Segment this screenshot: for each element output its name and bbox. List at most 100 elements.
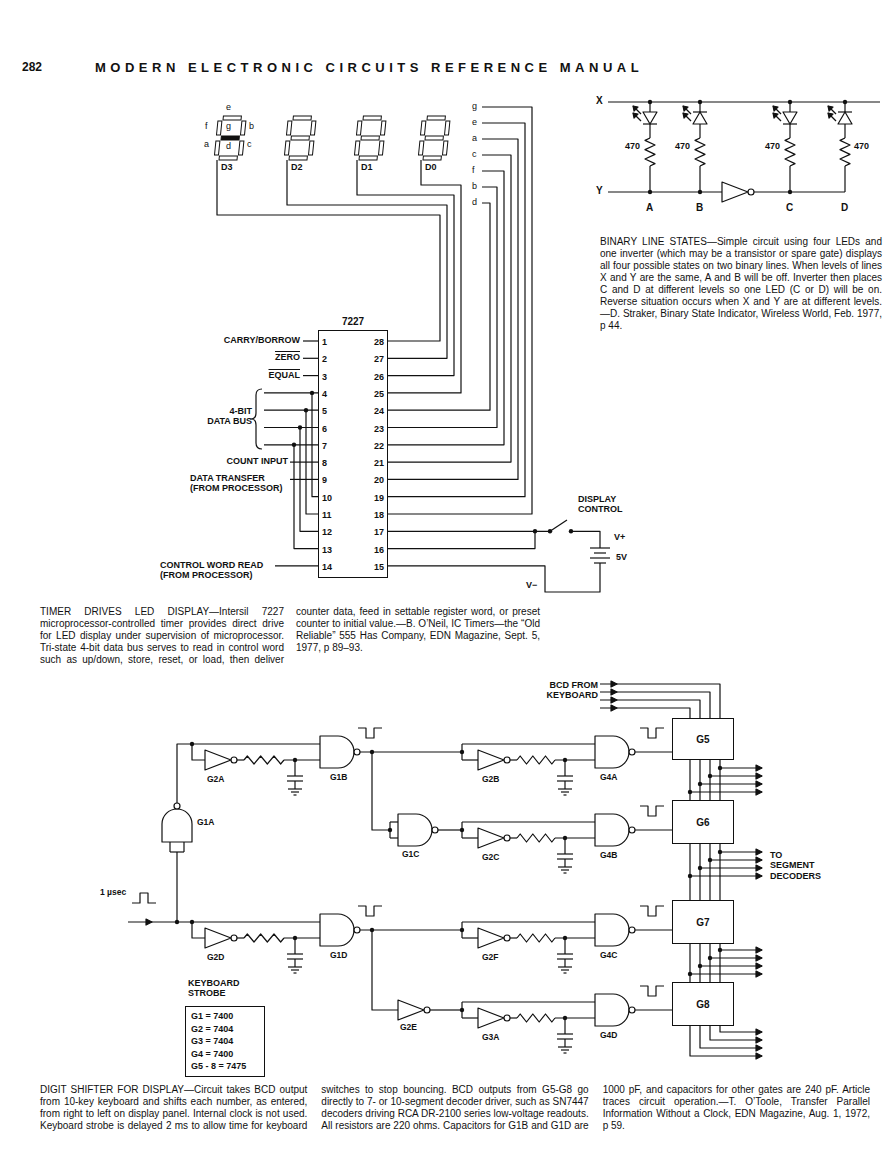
segment-letter: e <box>226 102 231 112</box>
arrowhead <box>756 849 762 855</box>
inverter-bubble <box>504 935 510 941</box>
latch-box: G6 <box>672 800 734 844</box>
ground-symbol <box>564 1052 567 1053</box>
segment-letter: a <box>204 139 209 149</box>
wire <box>690 875 762 876</box>
gate-table-box: G1 = 7400G2 = 7404G3 = 7404G4 = 7400G5 -… <box>185 1006 265 1077</box>
wire <box>649 124 650 138</box>
latch-name: G6 <box>696 817 709 828</box>
wire <box>462 759 478 760</box>
wire <box>169 842 170 852</box>
signal-label: D0 <box>425 162 437 172</box>
wire <box>690 1026 762 1056</box>
wire <box>844 124 845 138</box>
pin-number: 20 <box>374 474 384 486</box>
wire <box>372 930 398 1010</box>
junction-dot <box>708 858 712 862</box>
figure-caption: DIGIT SHIFTER FOR DISPLAY—Circuit takes … <box>40 1084 870 1132</box>
wire <box>461 822 462 838</box>
gate-type-entry: G3 = 7404 <box>191 1035 259 1048</box>
resistor-symbol <box>840 138 850 166</box>
display-segment <box>421 121 426 135</box>
led-symbol <box>643 112 657 124</box>
gate-label: 1 µsec <box>100 888 126 898</box>
nand-bubble <box>629 827 635 833</box>
display-segment <box>425 136 443 140</box>
arrowhead <box>633 106 638 111</box>
segment-letter: g <box>472 101 477 111</box>
wire <box>357 160 454 376</box>
inverter-symbol <box>205 928 231 948</box>
inverter-bubble <box>231 935 237 941</box>
pin-number: 14 <box>322 561 332 573</box>
wire <box>600 700 700 718</box>
nand-gate-symbol <box>320 914 354 946</box>
seven-segment-digit <box>284 116 316 160</box>
capacitor-plate <box>557 953 573 954</box>
inverter-symbol <box>722 182 748 202</box>
nand-gate-symbol <box>595 914 629 946</box>
pin-number: 11 <box>322 509 332 521</box>
wire <box>571 531 600 548</box>
wire <box>237 937 244 938</box>
capacitor-plate <box>287 953 303 954</box>
signal-label: CONTROL WORD READ (FROM PROCESSOR) <box>160 560 272 581</box>
wire <box>388 187 497 428</box>
gate-type-entry: G2 = 7404 <box>191 1023 259 1036</box>
wire <box>789 124 790 138</box>
wire <box>709 944 710 982</box>
wire <box>388 123 525 497</box>
display-segment <box>355 141 360 155</box>
line-label: D <box>841 202 848 214</box>
display-segment <box>239 141 244 155</box>
latch-box: G8 <box>672 982 734 1026</box>
display-segment <box>359 156 377 160</box>
inverter-bubble <box>504 1015 510 1021</box>
junction-dot <box>698 190 702 194</box>
wire <box>192 744 205 760</box>
arrowhead <box>146 919 152 925</box>
pin-number: 10 <box>322 492 332 504</box>
wire <box>709 760 710 800</box>
nand-bubble <box>354 749 360 755</box>
gate-label: G3A <box>482 1033 499 1043</box>
wire <box>388 107 532 514</box>
wire <box>690 791 762 792</box>
display-segment <box>219 156 237 160</box>
arrowhead <box>756 963 762 969</box>
wire <box>564 859 565 867</box>
wire <box>462 1001 595 1002</box>
signal-label: D3 <box>221 162 233 172</box>
ground-symbol <box>564 972 567 973</box>
junction-dot <box>708 774 712 778</box>
wire <box>294 959 295 967</box>
arrowhead <box>756 789 762 795</box>
display-segment <box>379 141 384 155</box>
wire <box>360 929 462 930</box>
resistor-symbol <box>785 138 795 166</box>
wire <box>635 829 672 830</box>
wire <box>710 859 762 860</box>
wire <box>699 944 700 982</box>
wire <box>699 102 700 112</box>
wire <box>294 781 295 789</box>
wire <box>388 160 461 393</box>
junction-dot <box>718 948 722 952</box>
inverter-bubble <box>748 189 754 195</box>
wire <box>710 1026 762 1040</box>
signal-label: V− <box>526 580 537 590</box>
wire <box>372 752 390 830</box>
arrowhead <box>756 1045 762 1051</box>
ground-symbol <box>564 872 567 873</box>
led-symbol <box>783 112 797 124</box>
wire <box>264 427 318 428</box>
wire <box>303 375 318 376</box>
wire <box>564 781 565 789</box>
latch-name: G5 <box>696 734 709 745</box>
part-number: 7227 <box>319 316 387 328</box>
ground-symbol <box>288 788 302 789</box>
junction-dot <box>718 766 722 770</box>
wire <box>462 821 595 822</box>
capacitor-plate <box>557 775 573 776</box>
wire <box>303 340 318 341</box>
